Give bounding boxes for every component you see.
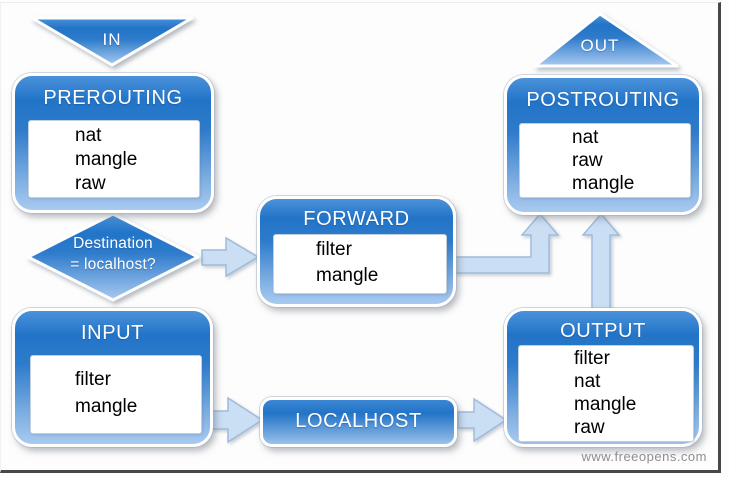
table-entry: nat	[75, 125, 102, 146]
node-output-tables: filter nat mangle raw	[518, 345, 694, 442]
table-entry: nat	[572, 127, 599, 148]
node-prerouting-title: PREROUTING	[43, 87, 183, 109]
table-entry: filter	[316, 239, 352, 260]
arrow-localhost-to-output	[457, 397, 508, 443]
node-output: OUTPUT filter nat mangle raw	[504, 308, 702, 447]
table-entry: raw	[572, 150, 603, 171]
node-postrouting: POSTROUTING nat raw mangle	[504, 75, 702, 215]
table-entry: mangle	[75, 149, 138, 170]
watermark: www.freeopens.com	[581, 449, 707, 464]
in-terminal-label: IN	[102, 30, 122, 49]
arrow-forward-to-postrouting	[454, 212, 560, 274]
node-input-tables: filter mangle	[30, 355, 202, 434]
arrow-output-to-postrouting	[581, 212, 621, 311]
node-localhost: LOCALHOST	[260, 397, 457, 447]
node-forward: FORWARD filter mangle	[257, 196, 456, 307]
decision-label-line1: Destination	[73, 235, 153, 252]
node-prerouting: PREROUTING nat mangle raw	[12, 73, 214, 213]
table-entry: filter	[574, 348, 610, 369]
decision-label: Destination = localhost?	[28, 233, 198, 275]
node-forward-tables: filter mangle	[273, 234, 447, 294]
node-input: INPUT filter mangle	[12, 308, 213, 447]
node-postrouting-title: POSTROUTING	[526, 89, 680, 111]
out-terminal-triangle	[533, 12, 679, 68]
in-terminal-triangle	[30, 16, 194, 67]
table-entry: nat	[574, 371, 601, 392]
node-output-title: OUTPUT	[560, 320, 646, 342]
table-entry: mangle	[572, 173, 635, 194]
node-postrouting-tables: nat raw mangle	[519, 123, 691, 198]
node-input-title: INPUT	[81, 322, 144, 344]
table-entry: raw	[574, 417, 605, 438]
out-terminal-label: OUT	[580, 36, 620, 55]
table-entry: filter	[75, 369, 111, 390]
table-entry: mangle	[316, 265, 379, 286]
arrow-input-to-localhost	[209, 396, 264, 444]
table-entry: mangle	[574, 394, 637, 415]
table-entry: mangle	[75, 396, 138, 417]
decision-label-line2: = localhost?	[70, 256, 156, 273]
table-entry: raw	[75, 173, 106, 194]
arrow-decision-to-forward	[201, 236, 260, 278]
decision-diamond	[26, 212, 200, 302]
node-prerouting-tables: nat mangle raw	[28, 120, 200, 198]
node-forward-title: FORWARD	[303, 208, 410, 230]
